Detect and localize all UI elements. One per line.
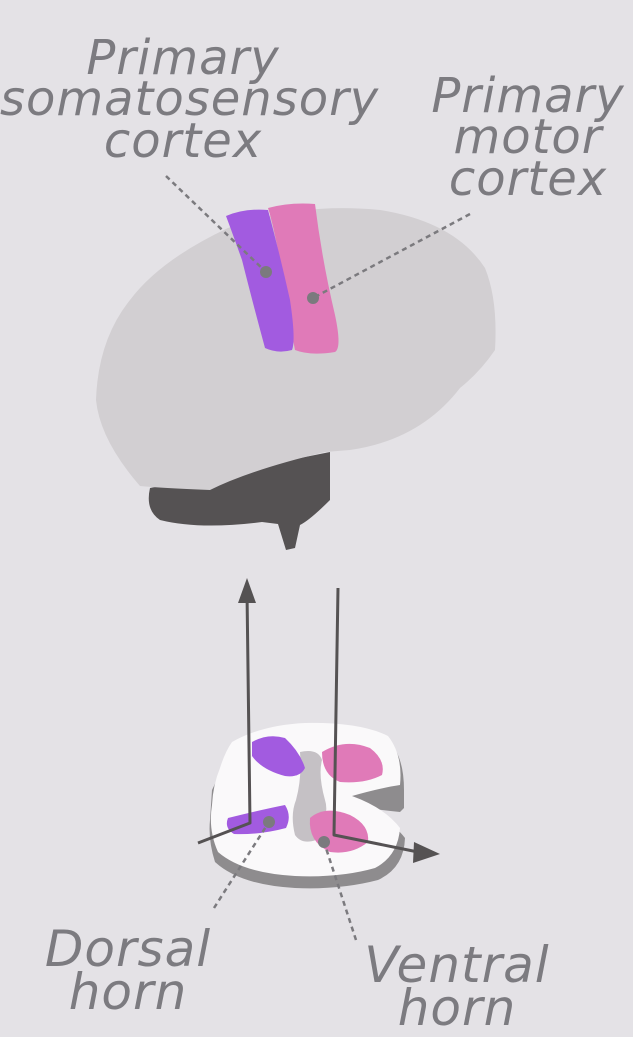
somatosensory-pointer-dot: [260, 266, 272, 278]
ascending-arrowhead: [238, 578, 256, 603]
dorsal-region-upper: [252, 736, 305, 777]
ventral-pointer-line: [322, 841, 358, 941]
ventral-region-upper: [322, 743, 383, 783]
motor-pointer-line: [312, 212, 471, 300]
somatosensory-label-line-3: cortex: [103, 112, 263, 169]
dorsal-horn-label-line-1: Dorsal: [44, 920, 212, 978]
dorsal-pointer-line: [212, 821, 271, 909]
motor-label-line-1: Primary: [431, 68, 625, 124]
motor-label: Primary motor cortex: [428, 68, 628, 207]
primary-motor-cortex-region: [268, 203, 339, 354]
ventral-horn-label: Ventral horn: [352, 936, 562, 1037]
somatosensory-label-line-2: somatosensory: [0, 71, 380, 128]
ascending-pathway-line: [197, 591, 252, 845]
motor-label-line-3: cortex: [448, 150, 608, 207]
dorsal-pointer-dot: [263, 816, 275, 828]
descending-arrowhead: [413, 842, 440, 863]
primary-somatosensory-cortex-region: [226, 209, 294, 352]
motor-pointer-dot: [307, 292, 319, 304]
descending-pathway-line: [332, 587, 419, 854]
ventral-horn-label-line-2: horn: [397, 979, 517, 1037]
ventral-horn-label-line-1: Ventral: [364, 936, 550, 994]
dorsal-horn-label-line-2: horn: [68, 963, 188, 1021]
ventral-pointer-dot: [318, 836, 330, 848]
somatosensory-label: Primary somatosensory cortex: [0, 30, 380, 169]
somatosensory-label-line-1: Primary: [86, 30, 280, 86]
brainstem: [148, 452, 330, 550]
motor-label-line-2: motor: [453, 109, 603, 166]
dorsal-horn-label: Dorsal horn: [28, 920, 228, 1021]
